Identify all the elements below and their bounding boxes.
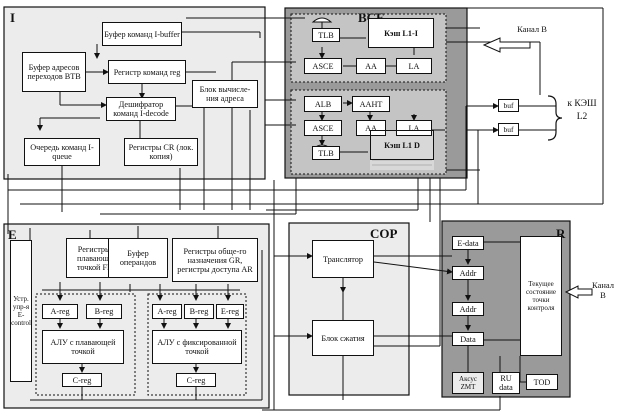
fx-area (147, 293, 247, 396)
a-reg-fp-block: A-reg (42, 304, 78, 319)
tlb-top-bell (311, 17, 333, 23)
cache-l1i-block: Кэш L1-I (368, 18, 434, 48)
cr-regs-block: Регистры CR (лок. копия) (124, 138, 198, 166)
ru-data-block: RU data (492, 372, 520, 394)
unit-e-label: E (8, 227, 17, 242)
fp-area (35, 293, 136, 396)
unit-r-label: R (556, 226, 566, 241)
b-reg-fx-block: B-reg (184, 304, 214, 319)
buf-2-block: buf (498, 123, 519, 136)
compress-block: Блок сжатия (312, 320, 374, 356)
cache-l1d-block: Кэш L1 D (370, 130, 434, 160)
channel-r-arrow (564, 285, 593, 299)
channel-r-label: Канал B (592, 280, 614, 300)
tlb-top-block: TLB (312, 28, 340, 42)
to-l2-label: к КЭШ L2 (567, 99, 597, 122)
buf-1-block: buf (498, 99, 519, 112)
tod-block: TOD (526, 374, 558, 390)
e-reg-fx-block: E-reg (216, 304, 244, 319)
decoder-block: Дешифратор команд I-decode (106, 97, 176, 121)
translator-block: Транслятор (312, 240, 374, 278)
e-data-block: E-data (452, 236, 484, 250)
tlb-bottom-block: TLB (312, 146, 340, 160)
operands-block: Буфер операндов (108, 238, 168, 278)
c-reg-fx-block: C-reg (176, 373, 216, 387)
aaht-block: AAHT (352, 96, 390, 112)
zmt-block: Аксус ZMT (452, 372, 484, 394)
i-buffer-block: Буфер команд I-buffer (102, 22, 182, 46)
a-reg-fx-block: A-reg (152, 304, 182, 319)
la-top-block: LA (396, 58, 432, 74)
cache-l1d-shade (370, 130, 434, 170)
btb-block: Буфер адресов переходов BTB (22, 52, 86, 92)
queue-block: Очередь команд I-queue (24, 138, 100, 166)
asce-bottom-block: ASCE (304, 120, 342, 136)
addr-2-block: Addr (452, 302, 484, 316)
l2-brace (547, 95, 563, 141)
alb-block: ALB (304, 96, 342, 112)
asce-top-block: ASCE (304, 58, 342, 74)
alu-fx-block: АЛУ с фиксированной точкой (152, 330, 242, 364)
aa-bottom-block: AA (356, 120, 386, 136)
b-reg-fp-block: B-reg (86, 304, 122, 319)
unit-cop-label: COP (370, 226, 398, 241)
addr-1-block: Addr (452, 266, 484, 280)
data-block: Data (452, 332, 484, 346)
reg-cmd-block: Регистр команд reg (108, 60, 186, 84)
alu-fp-block: АЛУ с плавающей точкой (42, 330, 124, 364)
c-reg-fp-block: C-reg (62, 373, 102, 387)
state-block: Текущее состояние точки контроля (520, 236, 562, 356)
channel-top-label: Канал B (517, 24, 547, 34)
e-control-block: Устр. упр-я E-control (10, 240, 32, 382)
connection-lines (7, 7, 604, 411)
unit-i-label: I (10, 10, 16, 25)
la-bottom-block: LA (396, 120, 432, 136)
gr-ar-block: Регистры обще-го назначения GR, регистры… (172, 238, 258, 282)
addr-calc-block: Блок вычисле-ния адреса (192, 80, 258, 108)
channel-top-arrow (482, 37, 531, 53)
aa-top-block: AA (356, 58, 386, 74)
